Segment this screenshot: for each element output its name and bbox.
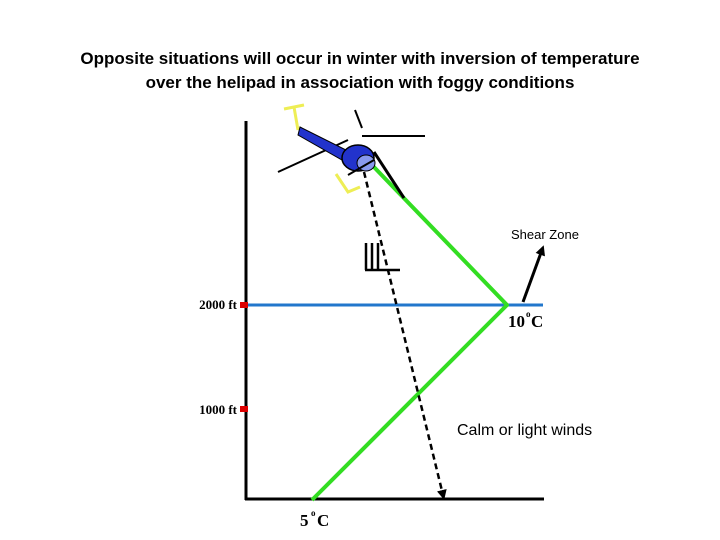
- helicopter-icon: [277, 103, 425, 199]
- altitude-marker-2000: [240, 302, 248, 308]
- lower-temp-unit: C: [317, 511, 329, 530]
- altitude-label-2000: 2000 ft: [199, 297, 238, 312]
- temperature-profile: [310, 163, 509, 502]
- altitude-marker-1000: [240, 406, 248, 412]
- upper-temp-value: 10: [508, 312, 525, 331]
- lower-temp-value: 5: [300, 511, 309, 530]
- calm-winds-label: Calm or light winds: [457, 422, 592, 439]
- lower-temperature-label: 5 o C: [300, 508, 329, 530]
- upper-temp-degree: o: [526, 309, 531, 319]
- altitude-label-1000: 1000 ft: [199, 402, 238, 417]
- lower-temp-degree: o: [311, 508, 316, 518]
- upper-temperature-label: 10 o C: [508, 309, 543, 331]
- descent-path-arrow: [362, 171, 447, 500]
- shear-zone-label: Shear Zone: [511, 227, 579, 242]
- title-line-1: Opposite situations will occur in winter…: [80, 49, 640, 68]
- wind-barb-icon: [364, 243, 400, 272]
- title-line-2: over the helipad in association with fog…: [145, 73, 575, 92]
- shear-zone-arrow: [521, 245, 545, 303]
- upper-temp-unit: C: [531, 312, 543, 331]
- diagram-title: Opposite situations will occur in winter…: [0, 47, 720, 95]
